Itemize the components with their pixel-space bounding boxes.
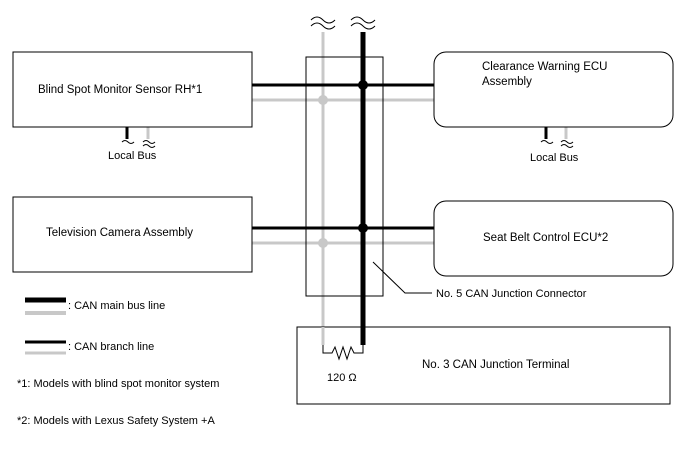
tv-camera-box bbox=[12, 196, 253, 273]
break-symbol-lb-left-3 bbox=[142, 144, 156, 148]
legend-branch-label: : CAN branch line bbox=[68, 341, 154, 353]
break-symbol-lb-left-1 bbox=[121, 140, 135, 144]
clearance-ecu-label-line2: Assembly bbox=[482, 76, 532, 88]
tv-camera-label: Television Camera Assembly bbox=[46, 227, 193, 239]
junction-dot-black-upper bbox=[358, 80, 368, 90]
seat-belt-ecu-label: Seat Belt Control ECU*2 bbox=[483, 232, 608, 244]
junction-connector-box bbox=[305, 56, 384, 297]
junction-dots bbox=[318, 80, 368, 248]
break-symbol-lb-right-3 bbox=[560, 144, 574, 148]
bsm-sensor-label: Blind Spot Monitor Sensor RH*1 bbox=[38, 84, 202, 96]
resistor-symbol bbox=[322, 345, 364, 361]
break-symbol-gray-bottom bbox=[310, 22, 336, 30]
local-bus-right-label: Local Bus bbox=[530, 152, 579, 164]
break-symbol-black-top bbox=[350, 16, 376, 24]
break-symbol-black-bottom bbox=[350, 22, 376, 30]
local-bus-left-label: Local Bus bbox=[108, 150, 157, 162]
bsm-sensor-box bbox=[12, 51, 253, 128]
break-symbol-gray-top bbox=[310, 16, 336, 24]
break-symbol-lb-right-2 bbox=[560, 140, 574, 144]
junction-dot-black-lower bbox=[358, 223, 368, 233]
break-symbol-lb-right-1 bbox=[540, 140, 554, 144]
junction-terminal-box bbox=[296, 326, 671, 405]
break-symbol-lb-left-2 bbox=[142, 140, 156, 144]
junction-terminal-label: No. 3 CAN Junction Terminal bbox=[422, 359, 569, 371]
resistor-label: 120 Ω bbox=[327, 372, 357, 384]
line-break-symbols bbox=[121, 16, 574, 148]
resistor-120-ohm bbox=[322, 345, 364, 361]
footnote-2: *2: Models with Lexus Safety System +A bbox=[17, 415, 215, 427]
junction-connector-label: No. 5 CAN Junction Connector bbox=[436, 288, 587, 300]
junction-dot-gray-upper bbox=[318, 95, 328, 105]
clearance-ecu-box bbox=[433, 51, 674, 128]
footnote-1: *1: Models with blind spot monitor syste… bbox=[17, 378, 219, 390]
legend: : CAN main bus line : CAN branch line bbox=[25, 297, 165, 355]
clearance-ecu-label-line1: Clearance Warning ECU bbox=[482, 61, 607, 73]
junction-dot-gray-lower bbox=[318, 238, 328, 248]
legend-main-bus-label: : CAN main bus line bbox=[68, 300, 165, 312]
component-boxes bbox=[12, 51, 674, 405]
junction-connector-leader bbox=[372, 261, 432, 294]
seat-belt-ecu-box bbox=[433, 200, 674, 277]
